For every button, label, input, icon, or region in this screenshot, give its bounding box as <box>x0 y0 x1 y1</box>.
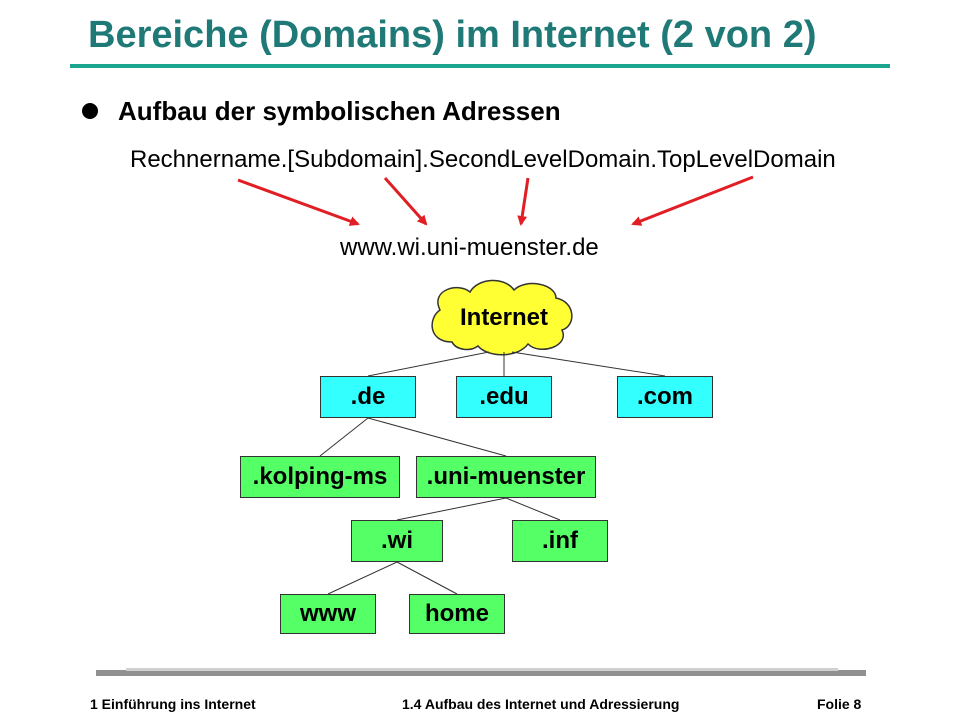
node-wi: .wi <box>351 520 443 562</box>
title-underline <box>70 64 890 68</box>
footer-rule <box>96 670 866 676</box>
node-inf: .inf <box>512 520 608 562</box>
edge-wi-home <box>396 561 458 595</box>
arrow-subdomain <box>383 177 428 226</box>
footer-chapter: 1 Einführung ins Internet <box>90 696 256 712</box>
footer-rule-highlight <box>126 668 838 671</box>
node-kolping-ms: .kolping-ms <box>240 456 400 498</box>
node-www: www <box>280 594 376 634</box>
node-home: home <box>409 594 505 634</box>
internet-cloud <box>431 279 573 356</box>
node-com: .com <box>617 376 713 418</box>
edge-uni-inf <box>505 497 561 521</box>
internet-label: Internet <box>459 304 548 331</box>
edge-de-kolping <box>319 417 369 457</box>
arrow-top-level <box>631 175 754 226</box>
arrow-rechnername <box>237 178 360 226</box>
footer-slide-number: Folie 8 <box>817 696 862 712</box>
example-address: www.wi.uni-muenster.de <box>340 234 599 261</box>
arrow-second-level <box>517 177 530 226</box>
bullet-heading: Aufbau der symbolischen Adressen <box>118 96 561 126</box>
address-pattern: Rechnername.[Subdomain].SecondLevelDomai… <box>130 146 836 173</box>
edge-internet-com <box>511 351 666 377</box>
bullet-icon <box>82 103 98 119</box>
edge-internet-de <box>367 351 490 377</box>
slide-title: Bereiche (Domains) im Internet (2 von 2) <box>88 14 817 56</box>
node-de: .de <box>320 376 416 418</box>
node-edu: .edu <box>456 376 552 418</box>
edge-wi-www <box>327 561 398 595</box>
edge-de-uni <box>367 417 507 457</box>
node-uni-muenster: .uni-muenster <box>416 456 596 498</box>
footer-section: 1.4 Aufbau des Internet und Adressierung <box>402 696 680 712</box>
edge-uni-wi <box>396 497 507 521</box>
